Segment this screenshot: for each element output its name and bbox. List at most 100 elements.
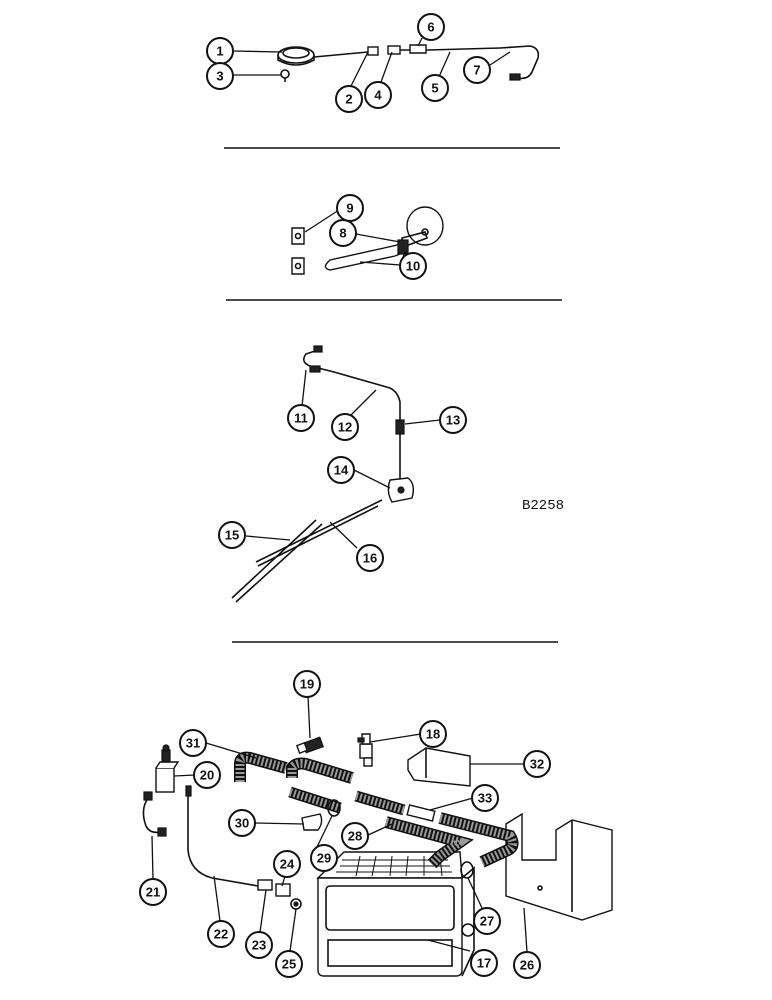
- callout-number: 16: [363, 551, 377, 566]
- callout: 12: [331, 413, 359, 441]
- callout-number: 31: [186, 736, 200, 751]
- callout: 22: [207, 920, 235, 948]
- callout: 15: [218, 521, 246, 549]
- callout: 6: [417, 13, 445, 41]
- callout-number: 33: [478, 791, 492, 806]
- callout-number: 18: [426, 727, 440, 742]
- callout-number: 13: [446, 413, 460, 428]
- callout: 27: [473, 907, 501, 935]
- part-fitting-4: [387, 45, 401, 55]
- callout-number: 28: [348, 829, 362, 844]
- part-hose-28: [384, 812, 519, 869]
- part-clamp-29: [327, 799, 341, 817]
- part-clamp-9: [291, 227, 305, 275]
- callout: 1: [206, 37, 234, 65]
- section-speedometer-assembly: [232, 37, 540, 87]
- part-screw-3: [280, 69, 290, 79]
- callout-number: 5: [431, 81, 438, 96]
- callout: 29: [310, 844, 338, 872]
- callout: 14: [327, 456, 355, 484]
- callout: 7: [463, 56, 491, 84]
- callout-number: 11: [294, 411, 308, 426]
- part-clip-30: [301, 813, 323, 831]
- callout: 13: [439, 406, 467, 434]
- callout: 9: [336, 194, 364, 222]
- callout: 19: [293, 670, 321, 698]
- callout: 21: [139, 878, 167, 906]
- callout-number: 20: [200, 768, 214, 783]
- callout-number: 19: [300, 677, 314, 692]
- part-heater-shield-26: [505, 812, 613, 921]
- callout: 3: [206, 62, 234, 90]
- callout: 23: [245, 931, 273, 959]
- callout: 17: [470, 949, 498, 977]
- callout: 4: [364, 81, 392, 109]
- part-valve-18: [357, 733, 373, 767]
- callout-number: 25: [282, 957, 296, 972]
- part-fitting-19: [295, 736, 324, 755]
- part-cable-7: [499, 45, 540, 80]
- callout-number: 30: [235, 816, 249, 831]
- part-clamp-27: [460, 861, 474, 879]
- section-mirror-assembly: [291, 206, 444, 275]
- part-mirror-head: [406, 206, 444, 246]
- callout-number: 24: [280, 857, 295, 872]
- callout-number: 14: [334, 463, 349, 478]
- part-tube-22: [185, 785, 273, 891]
- part-tube-33: [406, 804, 436, 822]
- part-cable-2: [313, 51, 369, 58]
- callout: 20: [193, 761, 221, 789]
- callout: 32: [523, 750, 551, 778]
- callout-number: 22: [214, 927, 228, 942]
- part-gauge-ring: [277, 46, 315, 66]
- callout: 16: [356, 544, 384, 572]
- part-wiper-arm-16: [255, 499, 383, 563]
- callout-number: 26: [520, 958, 534, 973]
- callout-number: 21: [146, 885, 160, 900]
- callout: 25: [275, 950, 303, 978]
- part-control-valve-20: [155, 744, 180, 793]
- callout: 26: [513, 951, 541, 979]
- callout-number: 1: [216, 44, 223, 59]
- callout-number: 17: [477, 956, 491, 971]
- callout: 2: [335, 85, 363, 113]
- callout-number: 4: [374, 88, 382, 103]
- part-fitting-6: [409, 44, 427, 54]
- part-cable-21: [142, 797, 161, 834]
- callout-number: 6: [427, 20, 434, 35]
- part-hose-31: [234, 751, 406, 816]
- callout: 11: [287, 404, 315, 432]
- callout-number: 3: [216, 69, 223, 84]
- reference-code: B2258: [522, 498, 564, 514]
- callout-number: 7: [473, 63, 480, 78]
- part-fitting-24: [275, 883, 291, 897]
- callout-number: 8: [339, 226, 346, 241]
- callout: 30: [228, 809, 256, 837]
- callout-number: 9: [346, 201, 353, 216]
- callout: 31: [179, 729, 207, 757]
- callout: 10: [399, 252, 427, 280]
- callout-number: 15: [225, 528, 239, 543]
- callout: 28: [341, 822, 369, 850]
- part-heater-unit-17: [316, 851, 475, 977]
- callout-number: 27: [480, 914, 494, 929]
- part-fitting-13: [395, 419, 405, 435]
- callout-number: 12: [338, 420, 352, 435]
- callout: 8: [329, 219, 357, 247]
- callout: 24: [273, 850, 301, 878]
- callout: 5: [421, 74, 449, 102]
- callout-number: 10: [406, 259, 420, 274]
- part-connector-7: [509, 73, 521, 81]
- callout-number: 23: [252, 938, 266, 953]
- callout: 18: [419, 720, 447, 748]
- callout-number: 2: [345, 92, 352, 107]
- part-cable-12: [333, 371, 401, 420]
- callout-number: 29: [317, 851, 331, 866]
- part-bracket-32: [407, 747, 471, 787]
- section-wiper-assembly: B2258: [231, 345, 564, 603]
- part-mirror-bracket-10: [324, 243, 406, 271]
- part-wiper-blade-15: [231, 519, 317, 599]
- callout: 33: [471, 784, 499, 812]
- part-fitting-2: [367, 46, 379, 56]
- callout-number: 32: [530, 757, 544, 772]
